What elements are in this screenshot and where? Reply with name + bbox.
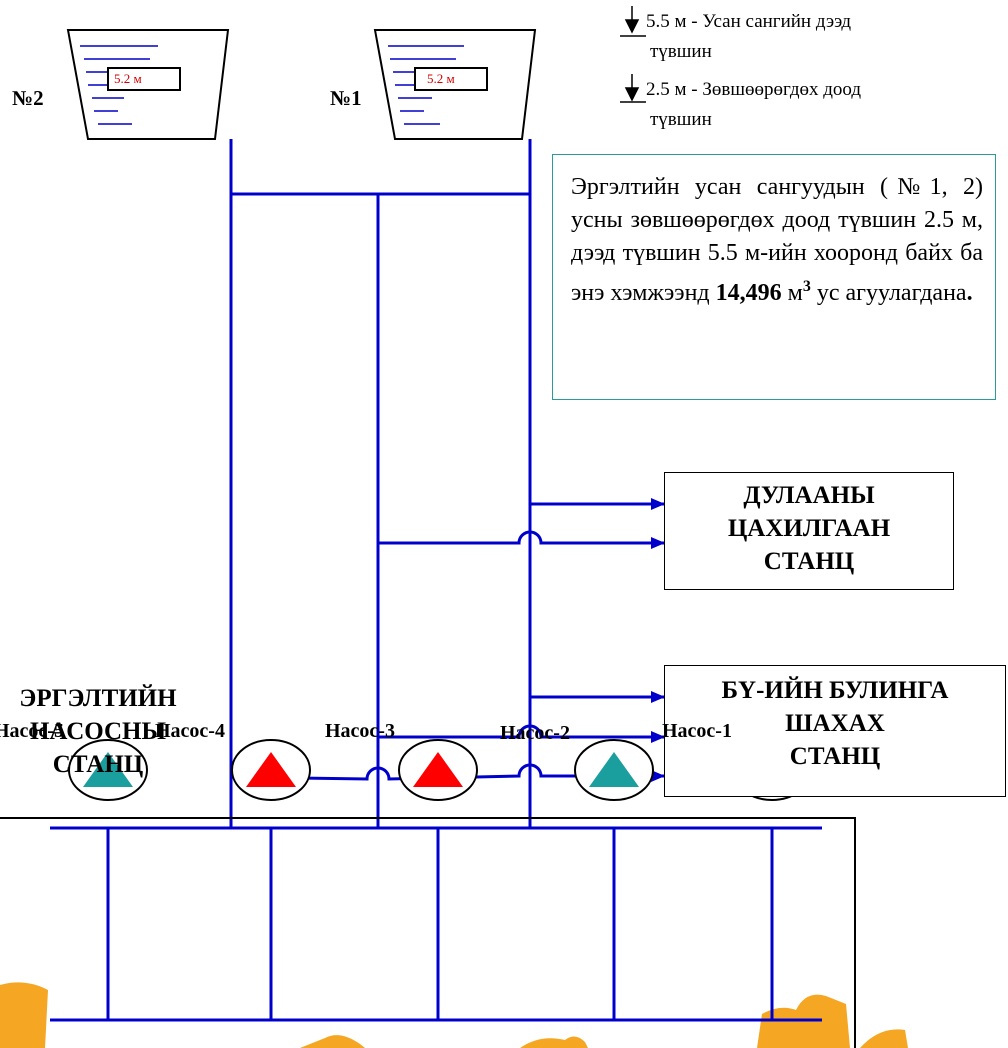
legend-lower-value: 2.5: [646, 79, 670, 100]
legend-lower-level: 2.5 м - Зөвшөөрөгдөх доод: [646, 78, 861, 101]
ash-station-line2: ШАХАХ: [785, 710, 885, 737]
reservoir-no2-level: 5.2 м: [114, 71, 142, 86]
consumer-power-plant: ДУЛААНЫ ЦАХИЛГААН СТАНЦ: [664, 472, 954, 590]
power-plant-line1: ДУЛААНЫ: [743, 482, 875, 509]
pump-2-label: Насос-2: [500, 722, 570, 744]
legend-upper-value: 5.5: [646, 11, 670, 32]
volume-note: Эргэлтийн усан сангуудын (№1, 2) усны зө…: [552, 154, 996, 400]
pump-3-label: Насос-3: [325, 720, 395, 742]
power-plant-line3: СТАНЦ: [763, 548, 855, 575]
note-unit-sup: 3: [802, 278, 811, 295]
reservoir-no1: [373, 29, 537, 140]
legend-lower-text2: түвшин: [650, 109, 712, 130]
legend-upper-text: м - Усан сангийн дээд: [674, 11, 851, 32]
reservoir-no1-level-box: 5.2 м: [415, 68, 487, 90]
pump-2[interactable]: [574, 739, 654, 801]
pump-station-title: ЭРГЭЛТИЙН НАСОСНЫ СТАНЦ: [0, 682, 208, 781]
pump-station-line3: СТАНЦ: [52, 751, 144, 778]
note-unit: м: [787, 280, 803, 306]
reservoir-no1-level: 5.2 м: [427, 71, 455, 86]
legend-markers: [620, 6, 646, 103]
pipe-network: [50, 139, 822, 1022]
pump-3[interactable]: [398, 739, 478, 801]
pump-4-label: Насос-4: [155, 720, 225, 742]
pump-5-label: Насос-5: [0, 720, 64, 742]
note-volume: 14,496: [715, 280, 782, 306]
pump-5[interactable]: [68, 739, 148, 801]
reservoir-no2-label: №2: [12, 86, 44, 110]
reservoir-no2: [66, 29, 230, 140]
pump-station-line2: НАСОСНЫ: [29, 718, 167, 745]
legend-upper-text2: түвшин: [650, 41, 712, 62]
pump-station-enclosure: [0, 817, 856, 1048]
note-text: Эргэлтийн усан сангуудын (№1, 2) усны зө…: [571, 174, 983, 306]
ash-station-line3: СТАНЦ: [789, 743, 881, 770]
power-plant-line2: ЦАХИЛГААН: [727, 515, 891, 542]
note-period: .: [966, 280, 973, 306]
note-text-end: ус агуулагдана: [816, 280, 967, 306]
ash-station-line1: БҮ-ИЙН БУЛИНГА: [721, 677, 949, 704]
legend-upper-level: 5.5 м - Усан сангийн дээд: [646, 10, 851, 33]
pump-1-label: Насос-1: [662, 720, 732, 742]
consumer-ash-station: БҮ-ИЙН БУЛИНГА ШАХАХ СТАНЦ: [664, 665, 1006, 797]
reservoir-no1-label: №1: [330, 86, 362, 110]
pump-station-line1: ЭРГЭЛТИЙН: [19, 685, 177, 712]
reservoir-no2-level-box: 5.2 м: [108, 68, 180, 90]
legend-lower-text: м - Зөвшөөрөгдөх доод: [674, 79, 862, 100]
pump-4[interactable]: [231, 739, 311, 801]
